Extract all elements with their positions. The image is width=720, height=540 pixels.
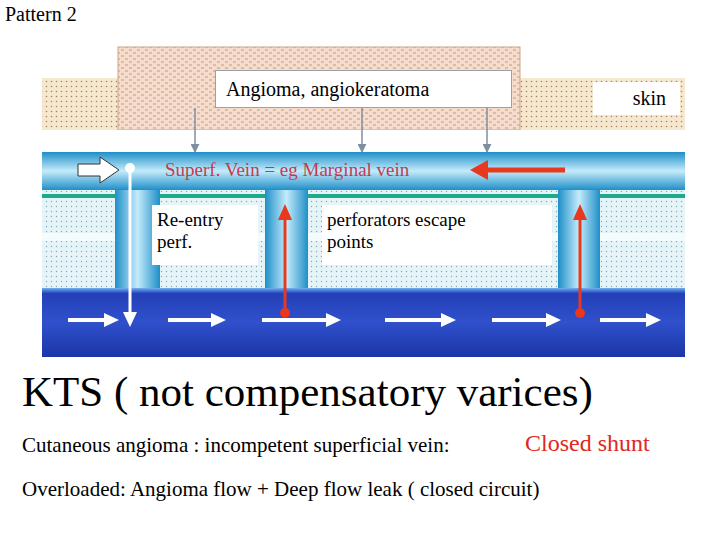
- deep-flow-arrow: [385, 313, 456, 327]
- flow-connector: [486, 108, 488, 152]
- escape-origin-dot: [280, 308, 290, 318]
- deep-flow-arrow: [168, 313, 226, 327]
- superficial-vein: Superf. Vein = eg Marginal vein: [42, 152, 685, 190]
- deep-flow-arrow: [492, 313, 561, 327]
- escape-flow: [579, 218, 582, 313]
- escape-origin-dot: [575, 308, 585, 318]
- annotation-label: Closed shunt: [525, 430, 715, 456]
- diagram-title: KTS ( not compensatory varices): [22, 368, 718, 415]
- annotation-label: Overloaded: Angioma flow + Deep flow lea…: [22, 478, 702, 501]
- annotation-label: Cutaneous angioma : incompetent superfic…: [22, 434, 522, 457]
- annotation-label: Pattern 2: [5, 3, 205, 25]
- perforator-vein: [558, 186, 600, 292]
- node-text: Superf. Vein = eg Marginal vein: [165, 152, 677, 188]
- perforator-vein: [265, 186, 308, 292]
- escape-arrowhead: [278, 204, 292, 220]
- node-text: Angioma, angiokeratoma: [226, 71, 505, 107]
- inflow-arrow: [78, 157, 119, 183]
- skin-layer: [118, 47, 520, 130]
- perforator-label-box: Re-entry perf.: [152, 205, 258, 265]
- node-text: perforators escape points: [327, 209, 492, 253]
- reentry-arrowhead: [123, 312, 137, 327]
- flow-connector: [194, 108, 196, 152]
- angioma-box: Angioma, angiokeratoma: [215, 70, 512, 108]
- reflux-arrowhead: [470, 160, 488, 180]
- tissue-texture: [520, 78, 685, 130]
- deep-flow-arrow: [68, 313, 119, 327]
- flow-origin-dot: [125, 163, 135, 173]
- escape-flow: [284, 218, 287, 313]
- connector-group: [195, 108, 487, 152]
- perforator-label-box: perforators escape points: [322, 205, 552, 265]
- deep-flow-arrow: [600, 313, 661, 327]
- deep-vein: [42, 288, 685, 357]
- reflux-arrow: [485, 168, 565, 173]
- skin-label-box: skin: [593, 82, 680, 115]
- deep-flow-arrow: [262, 313, 341, 327]
- node-text: Re-entry perf.: [157, 209, 254, 253]
- tissue-texture: [42, 78, 118, 130]
- subcutaneous-gap: [42, 130, 685, 152]
- reentry-flow: [129, 168, 132, 314]
- escape-arrowhead: [573, 204, 587, 220]
- node-text: skin: [597, 82, 666, 115]
- flow-connector: [361, 108, 363, 152]
